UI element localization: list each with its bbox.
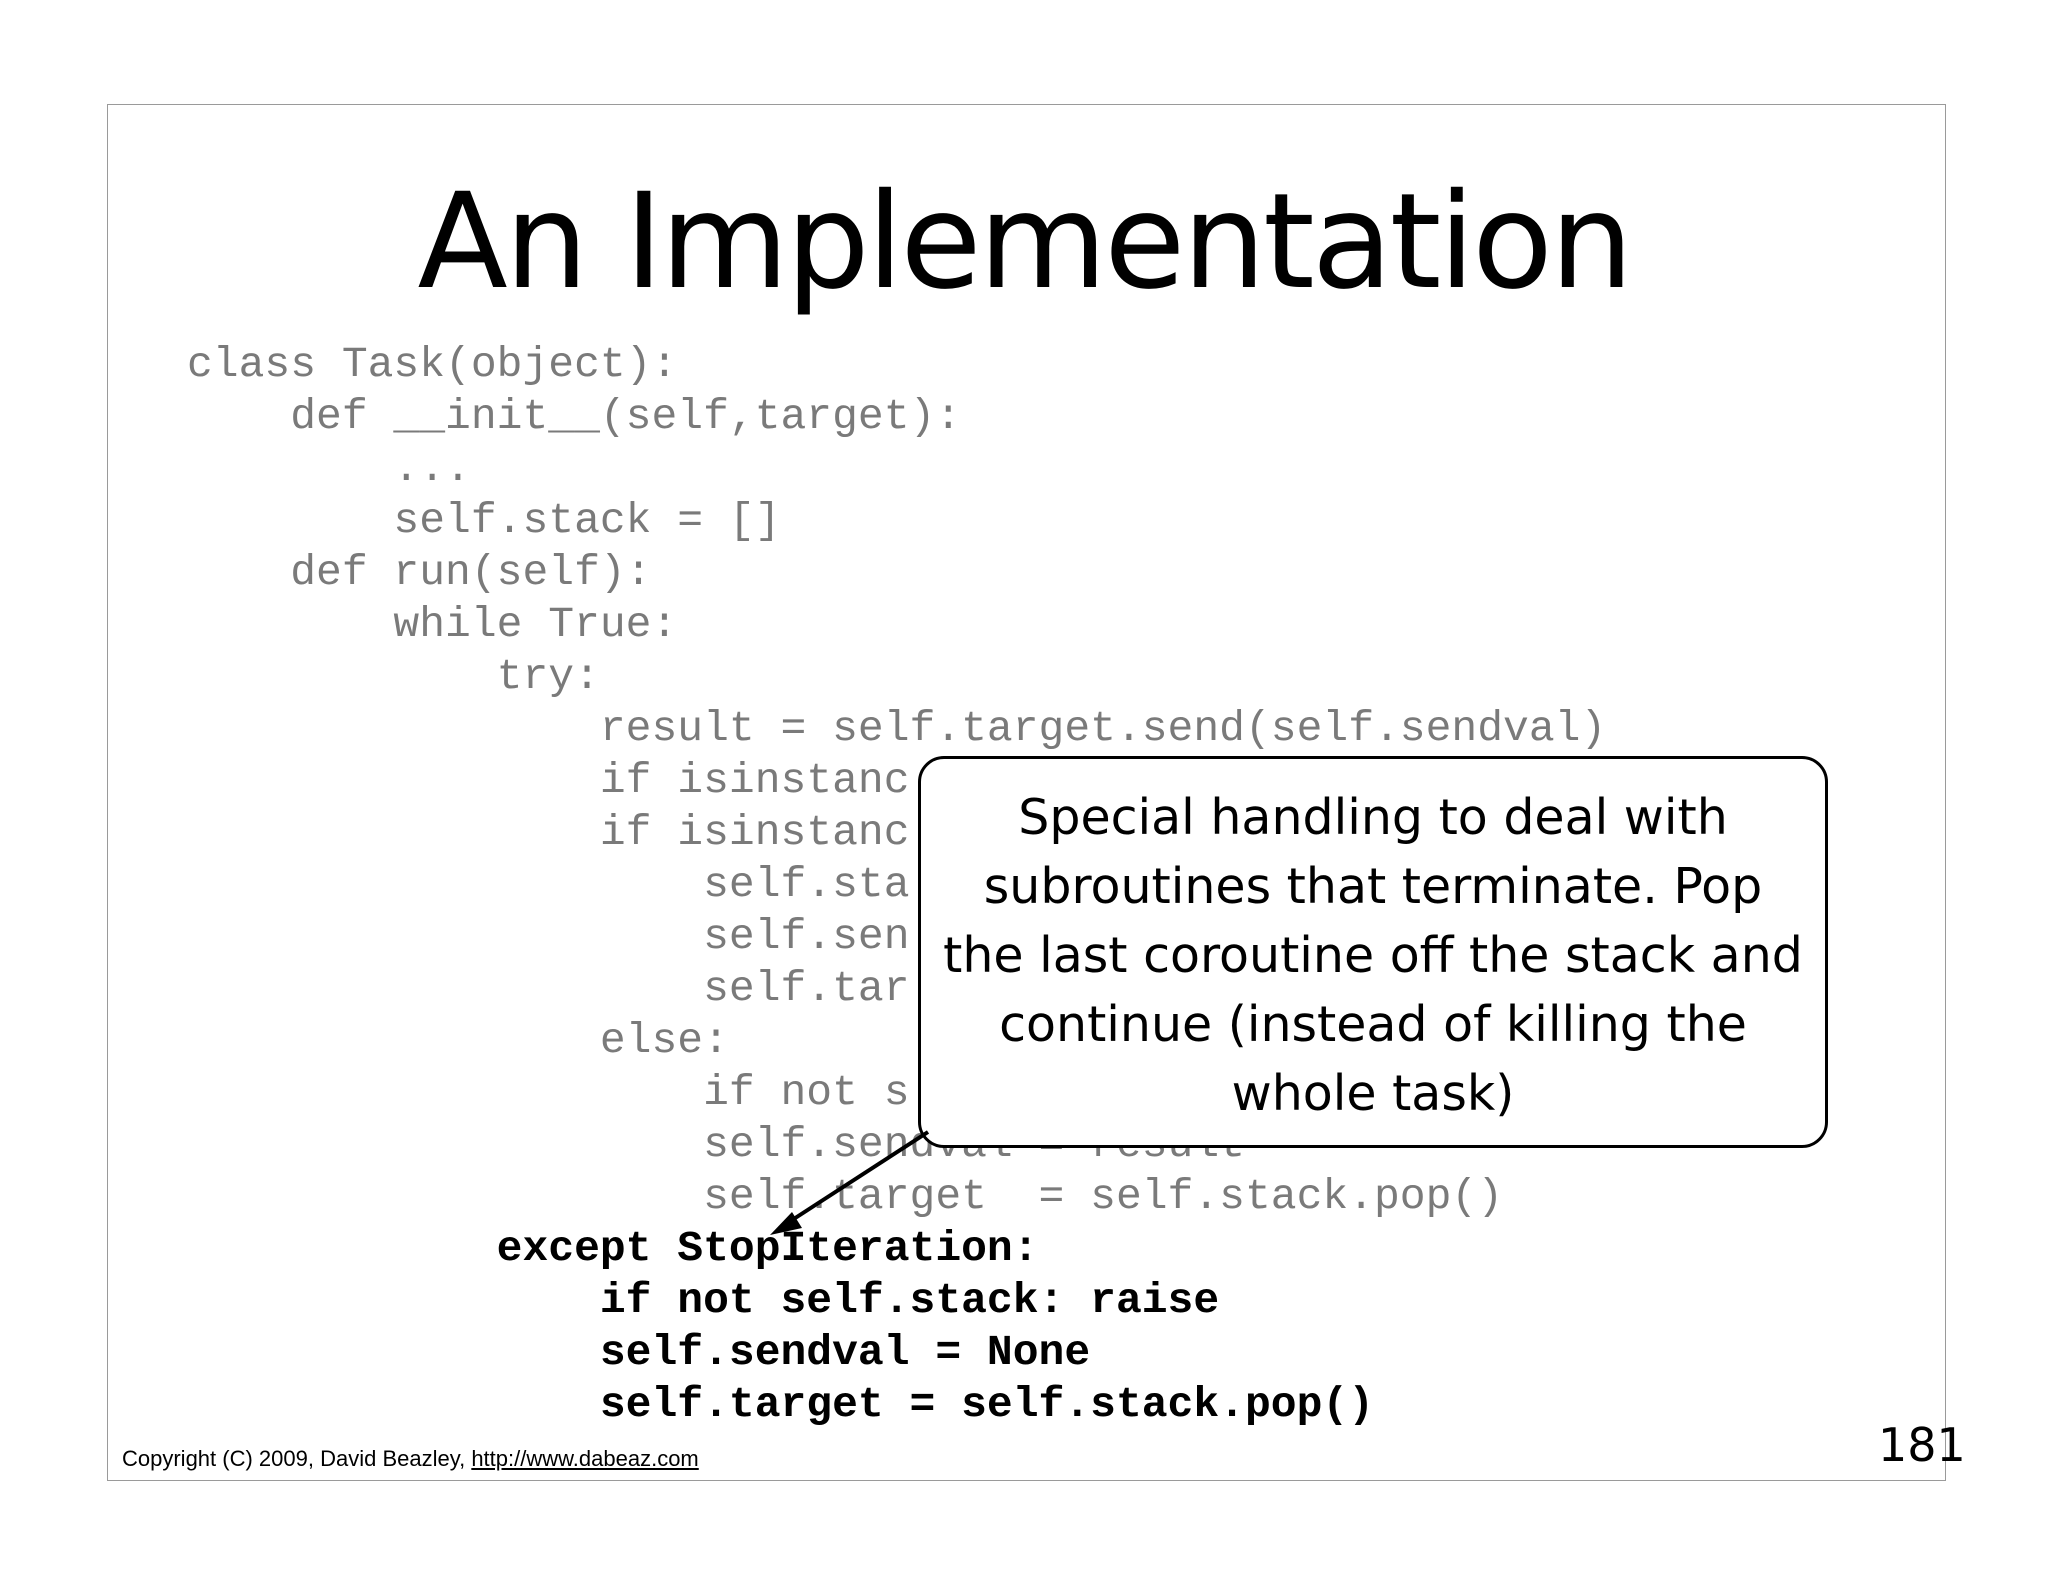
code-line-highlighted: self.target = self.stack.pop(): [187, 1380, 1374, 1429]
footer: Copyright (C) 2009, David Beazley, http:…: [122, 1446, 699, 1472]
callout-line: subroutines that terminate. Pop: [983, 858, 1763, 915]
code-line: def run(self):: [187, 548, 652, 597]
callout-line: whole task): [1231, 1065, 1515, 1122]
callout-line: the last coroutine off the stack and: [943, 927, 1803, 984]
callout-box: Special handling to deal with subroutine…: [918, 756, 1828, 1148]
code-line: else:: [187, 1016, 729, 1065]
slide-title: An Implementation: [417, 165, 1633, 319]
code-line: class Task(object):: [187, 340, 678, 389]
page-number: 181: [1878, 1418, 1966, 1472]
code-line: if isinstanc: [187, 756, 910, 805]
code-line: self.sta: [187, 860, 910, 909]
footer-copyright: Copyright (C) 2009, David Beazley,: [122, 1446, 472, 1471]
code-line: if isinstanc: [187, 808, 910, 857]
code-line: self.tar: [187, 964, 910, 1013]
code-line: ...: [187, 444, 471, 493]
code-line-highlighted: except StopIteration:: [187, 1224, 1039, 1273]
code-line: self.sen: [187, 912, 910, 961]
code-line: try:: [187, 652, 600, 701]
code-line: if not s: [187, 1068, 910, 1117]
code-line: def __init__(self,target):: [187, 392, 962, 441]
code-line: while True:: [187, 600, 678, 649]
code-line-highlighted: self.sendval = None: [187, 1328, 1091, 1377]
code-line: self.target = self.stack.pop(): [187, 1172, 1504, 1221]
callout-line: continue (instead of killing the: [999, 996, 1747, 1053]
code-line: self.stack = []: [187, 496, 781, 545]
callout-line: Special handling to deal with: [1018, 789, 1728, 846]
code-line: result = self.target.send(self.sendval): [187, 704, 1607, 753]
footer-link[interactable]: http://www.dabeaz.com: [471, 1446, 699, 1471]
code-line-highlighted: if not self.stack: raise: [187, 1276, 1220, 1325]
